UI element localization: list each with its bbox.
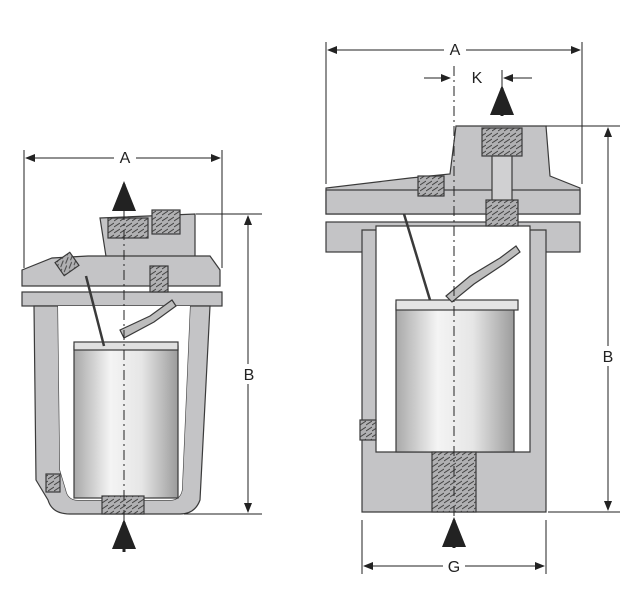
left-side-port	[151, 209, 181, 235]
right-float-arm	[402, 213, 432, 301]
right-flow-arrows	[442, 85, 514, 548]
left-body-flange	[21, 291, 223, 307]
right-dim-b-label: B	[603, 349, 614, 366]
right-dim-g-label: G	[448, 559, 460, 576]
right-trap	[325, 66, 581, 540]
left-valve-seat	[149, 265, 169, 293]
right-cap-flange	[325, 189, 581, 215]
left-dim-a-label: A	[120, 150, 131, 167]
right-float	[395, 303, 515, 453]
left-dim-b-label: B	[244, 367, 255, 384]
right-bottom-thread	[431, 451, 477, 513]
right-nozzle	[491, 155, 513, 203]
left-bottom-thread	[101, 495, 145, 515]
right-side-plug	[417, 175, 445, 197]
left-trap	[21, 209, 223, 540]
left-float-arm	[84, 275, 106, 347]
left-cap-flange	[21, 255, 221, 287]
left-float	[73, 345, 179, 499]
left-top-thread	[107, 217, 149, 239]
left-vent-plug	[54, 251, 80, 277]
left-drain-plug	[45, 473, 61, 493]
right-dim-k-label: K	[472, 70, 483, 87]
right-lever	[445, 245, 521, 303]
right-drain-plug	[359, 419, 377, 441]
right-dim-a-label: A	[450, 42, 461, 59]
right-top-thread	[481, 127, 523, 157]
